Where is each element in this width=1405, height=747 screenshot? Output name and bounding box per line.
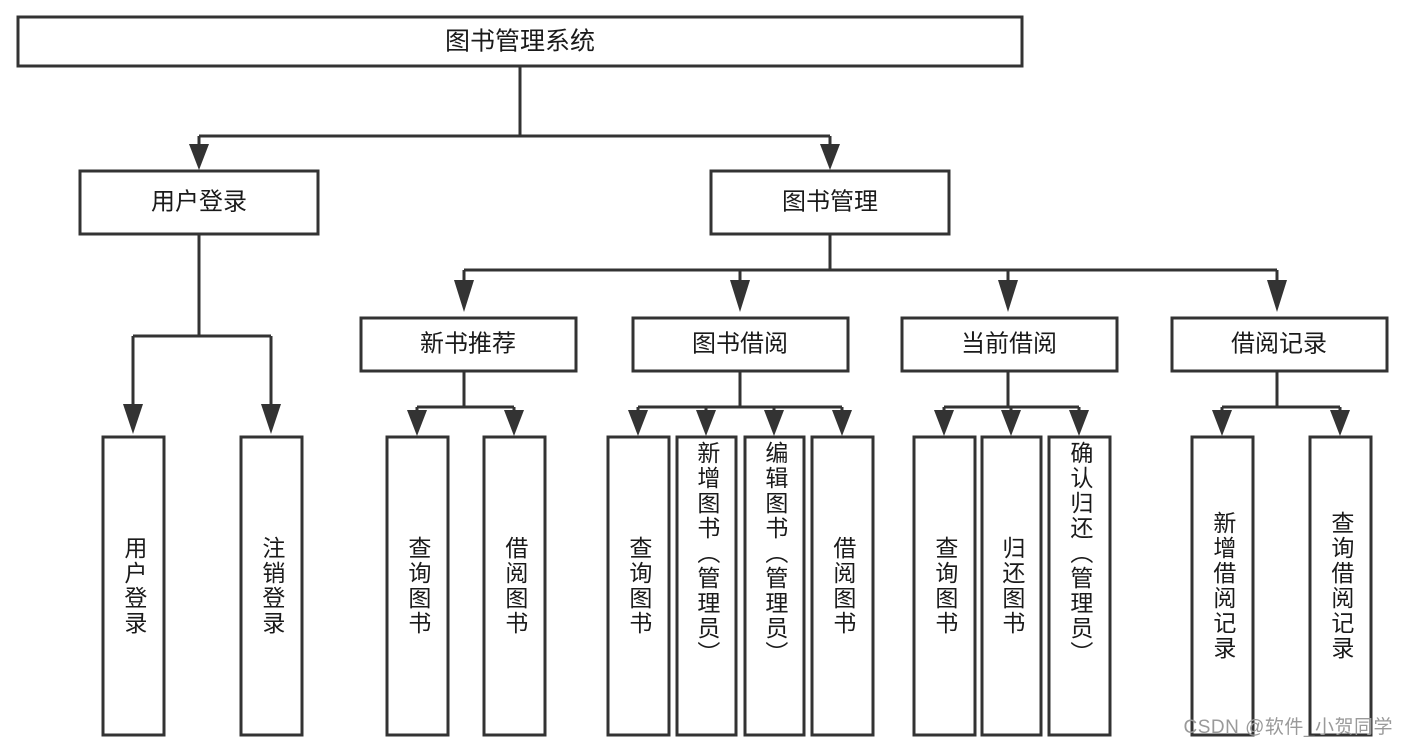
node-borrow-record[interactable]: 借阅记录	[1170, 316, 1389, 373]
leaf-box-query-books-3[interactable]	[912, 435, 977, 737]
connector-group-root	[189, 66, 840, 170]
node-book-borrow-label: 图书借阅	[692, 330, 788, 357]
connector-group-user-login	[123, 235, 281, 434]
connector-group-book-management	[454, 234, 1287, 312]
node-borrow-record-box[interactable]	[1170, 316, 1389, 373]
leaf-box-query-books-2[interactable]	[606, 435, 671, 737]
arrow-head-leaf-query-books-1	[407, 410, 427, 436]
arrow-head-book-management	[820, 144, 840, 170]
leaf-box-borrow-books-1[interactable]	[482, 435, 547, 737]
leaf-box-edit-book[interactable]	[743, 435, 806, 737]
connector-group-current-borrow	[934, 371, 1089, 436]
arrow-head-leaf-query-books-2	[628, 410, 648, 436]
arrow-head-leaf-logout	[261, 404, 281, 434]
connector-group-borrow-record	[1212, 371, 1350, 436]
node-root[interactable]: 图书管理系统	[16, 15, 1024, 68]
arrow-head-borrow-record	[1267, 280, 1287, 312]
node-root-label: 图书管理系统	[445, 28, 595, 56]
arrow-head-leaf-add-book	[696, 410, 716, 436]
arrow-head-leaf-edit-book	[764, 410, 784, 436]
arrow-head-new-book-recommend	[454, 280, 474, 312]
arrow-head-current-borrow	[998, 280, 1018, 312]
node-book-management-box[interactable]	[709, 169, 951, 236]
leaf-box-confirm-return[interactable]	[1047, 435, 1112, 737]
arrow-head-leaf-borrow-books-1	[504, 410, 524, 436]
arrow-head-user-login	[189, 144, 209, 170]
leaf-box-query-record[interactable]	[1308, 435, 1373, 737]
connector-group-new-book-recommend	[407, 371, 524, 436]
arrow-head-leaf-query-books-3	[934, 410, 954, 436]
arrow-head-leaf-query-record	[1330, 410, 1350, 436]
leaf-box-query-books-1[interactable]	[385, 435, 450, 737]
node-root-box[interactable]	[16, 15, 1024, 68]
node-current-borrow-box[interactable]	[900, 316, 1119, 373]
node-user-login[interactable]: 用户登录	[78, 169, 320, 236]
leaf-box-return-book[interactable]	[980, 435, 1043, 737]
arrow-head-leaf-add-record	[1212, 410, 1232, 436]
leaf-box-user-login[interactable]	[101, 435, 166, 737]
watermark: CSDN @软件_小贺同学	[1183, 717, 1393, 738]
arrow-head-leaf-return-book	[1001, 410, 1021, 436]
node-user-login-label: 用户登录	[151, 188, 247, 215]
node-new-book-recommend-label: 新书推荐	[420, 330, 516, 357]
leaf-box-add-book[interactable]	[675, 435, 738, 737]
arrow-head-leaf-confirm-return	[1069, 410, 1089, 436]
leaf-box-logout[interactable]	[239, 435, 304, 737]
node-book-management[interactable]: 图书管理	[709, 169, 951, 236]
node-borrow-record-label: 借阅记录	[1231, 330, 1327, 357]
node-new-book-recommend[interactable]: 新书推荐	[359, 316, 578, 373]
leaf-box-add-record[interactable]	[1190, 435, 1255, 737]
node-current-borrow[interactable]: 当前借阅	[900, 316, 1119, 373]
arrow-head-book-borrow	[730, 280, 750, 312]
node-new-book-recommend-box[interactable]	[359, 316, 578, 373]
node-book-borrow[interactable]: 图书借阅	[631, 316, 850, 373]
node-book-management-label: 图书管理	[782, 188, 878, 215]
arrow-head-leaf-borrow-books-2	[832, 410, 852, 436]
node-user-login-box[interactable]	[78, 169, 320, 236]
arrow-head-leaf-user-login	[123, 404, 143, 434]
node-current-borrow-label: 当前借阅	[961, 330, 1057, 357]
connector-group-book-borrow	[628, 371, 852, 436]
node-book-borrow-box[interactable]	[631, 316, 850, 373]
leaf-box-borrow-books-2[interactable]	[810, 435, 875, 737]
